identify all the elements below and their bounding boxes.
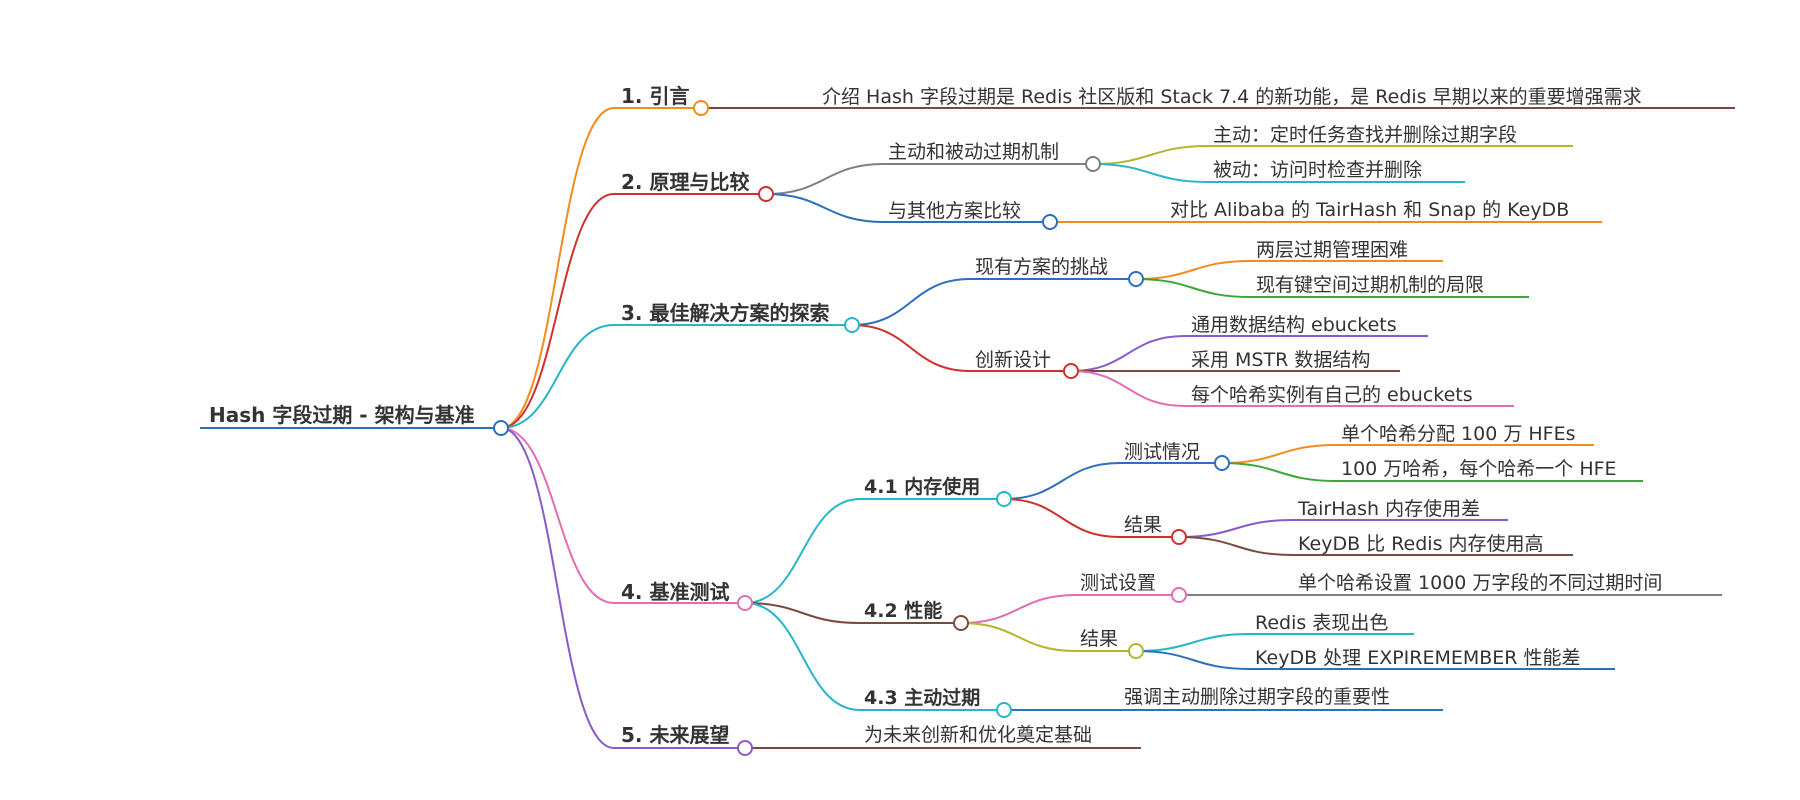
intro-junction-dot	[693, 100, 709, 116]
memory-junction-dot	[996, 491, 1012, 507]
topic-mem-test: 测试情况	[1124, 441, 1200, 463]
topic-compare: 与其他方案比较	[888, 200, 1021, 222]
topic-passive: 被动：访问时检查并删除	[1213, 159, 1422, 181]
connector-active-exp	[744, 602, 861, 711]
topic-mem-result-1: TairHash 内存使用差	[1297, 498, 1480, 520]
topic-future: 5. 未来展望	[621, 723, 729, 747]
connector-mechanism	[765, 163, 885, 195]
topic-innovation-1: 通用数据结构 ebuckets	[1191, 314, 1397, 336]
connector-compare	[765, 193, 885, 223]
branch-future	[500, 427, 615, 749]
connector-perf-result-2	[1135, 650, 1251, 670]
connector-mem-result-2	[1178, 536, 1294, 556]
connector-mem-result-1	[1178, 519, 1294, 538]
topic-mem-result: 结果	[1124, 514, 1162, 536]
topic-challenge: 现有方案的挑战	[975, 256, 1108, 278]
branch-intro	[500, 107, 615, 429]
benchmark-junction-dot	[737, 595, 753, 611]
active-exp-junction-dot	[996, 702, 1012, 718]
topic-active-exp: 4.3 主动过期	[864, 687, 980, 709]
branch-explore	[500, 324, 615, 429]
topic-mem-test-1: 单个哈希分配 100 万 HFEs	[1341, 423, 1576, 445]
connector-mem-test-1	[1221, 444, 1337, 464]
topic-perf-result-2: KeyDB 处理 EXPIREMEMBER 性能差	[1255, 647, 1581, 669]
topic-perf: 4.2 性能	[864, 599, 942, 622]
connector-active	[1092, 145, 1209, 165]
mem-test-junction-dot	[1214, 455, 1230, 471]
topic-intro-desc: 介绍 Hash 字段过期是 Redis 社区版和 Stack 7.4 的新功能，…	[822, 86, 1642, 108]
principle-junction-dot	[758, 186, 774, 202]
topic-challenge-2: 现有键空间过期机制的局限	[1256, 274, 1484, 296]
topic-perf-result-1: Redis 表现出色	[1255, 612, 1388, 634]
topic-challenge-1: 两层过期管理困难	[1256, 239, 1408, 261]
topic-explore: 3. 最佳解决方案的探索	[621, 301, 829, 325]
topic-benchmark: 4. 基准测试	[621, 580, 729, 604]
explore-junction-dot	[844, 317, 860, 333]
connector-perf-setup	[960, 594, 1077, 624]
mechanism-junction-dot	[1085, 156, 1101, 172]
innovation-junction-dot	[1063, 363, 1079, 379]
connector-perf	[744, 602, 861, 624]
topic-perf-result: 结果	[1080, 628, 1118, 650]
challenge-junction-dot	[1128, 271, 1144, 287]
topic-active-exp-desc: 强调主动删除过期字段的重要性	[1124, 686, 1390, 708]
mindmap-junctions	[493, 100, 1230, 756]
connector-perf-result	[960, 622, 1077, 652]
topic-innovation-3: 每个哈希实例有自己的 ebuckets	[1191, 384, 1473, 406]
topic-principle: 2. 原理与比较	[621, 170, 749, 194]
mindmap-labels: Hash 字段过期 - 架构与基准 1. 引言 介绍 Hash 字段过期是 Re…	[209, 84, 1662, 747]
connector-challenge-1	[1135, 260, 1251, 280]
topic-perf-setup-1: 单个哈希设置 1000 万字段的不同过期时间	[1298, 572, 1662, 594]
mindmap-underlines	[200, 107, 1735, 749]
connector-challenge	[851, 278, 971, 326]
mem-result-junction-dot	[1171, 529, 1187, 545]
branch-principle	[500, 193, 615, 429]
topic-intro: 1. 引言	[621, 84, 689, 108]
connector-challenge-2	[1135, 278, 1251, 298]
compare-junction-dot	[1042, 214, 1058, 230]
perf-junction-dot	[953, 615, 969, 631]
connector-mem-result	[1003, 498, 1121, 538]
connector-passive	[1092, 163, 1209, 183]
topic-compare-desc: 对比 Alibaba 的 TairHash 和 Snap 的 KeyDB	[1170, 199, 1569, 221]
root-topic: Hash 字段过期 - 架构与基准	[209, 403, 475, 427]
topic-active: 主动：定时任务查找并删除过期字段	[1213, 124, 1517, 146]
topic-future-desc: 为未来创新和优化奠定基础	[864, 724, 1092, 746]
connector-mem-test	[1003, 462, 1121, 500]
topic-perf-setup: 测试设置	[1080, 572, 1156, 594]
topic-mem-test-2: 100 万哈希，每个哈希一个 HFE	[1341, 458, 1617, 480]
topic-mechanism: 主动和被动过期机制	[888, 141, 1059, 163]
perf-setup-junction-dot	[1171, 587, 1187, 603]
connector-memory	[744, 498, 861, 604]
connector-innovation-3	[1070, 370, 1186, 407]
connector-mem-test-2	[1221, 462, 1337, 482]
branch-benchmark	[500, 427, 615, 604]
topic-innovation-2: 采用 MSTR 数据结构	[1191, 349, 1370, 371]
topic-memory: 4.1 内存使用	[864, 475, 980, 498]
connector-perf-result-1	[1135, 633, 1251, 652]
perf-result-junction-dot	[1128, 643, 1144, 659]
connector-innovation	[851, 324, 971, 372]
topic-innovation: 创新设计	[975, 349, 1051, 371]
connector-innovation-1	[1070, 335, 1186, 372]
future-junction-dot	[737, 740, 753, 756]
root-junction-dot	[493, 420, 509, 436]
topic-mem-result-2: KeyDB 比 Redis 内存使用高	[1298, 533, 1544, 555]
